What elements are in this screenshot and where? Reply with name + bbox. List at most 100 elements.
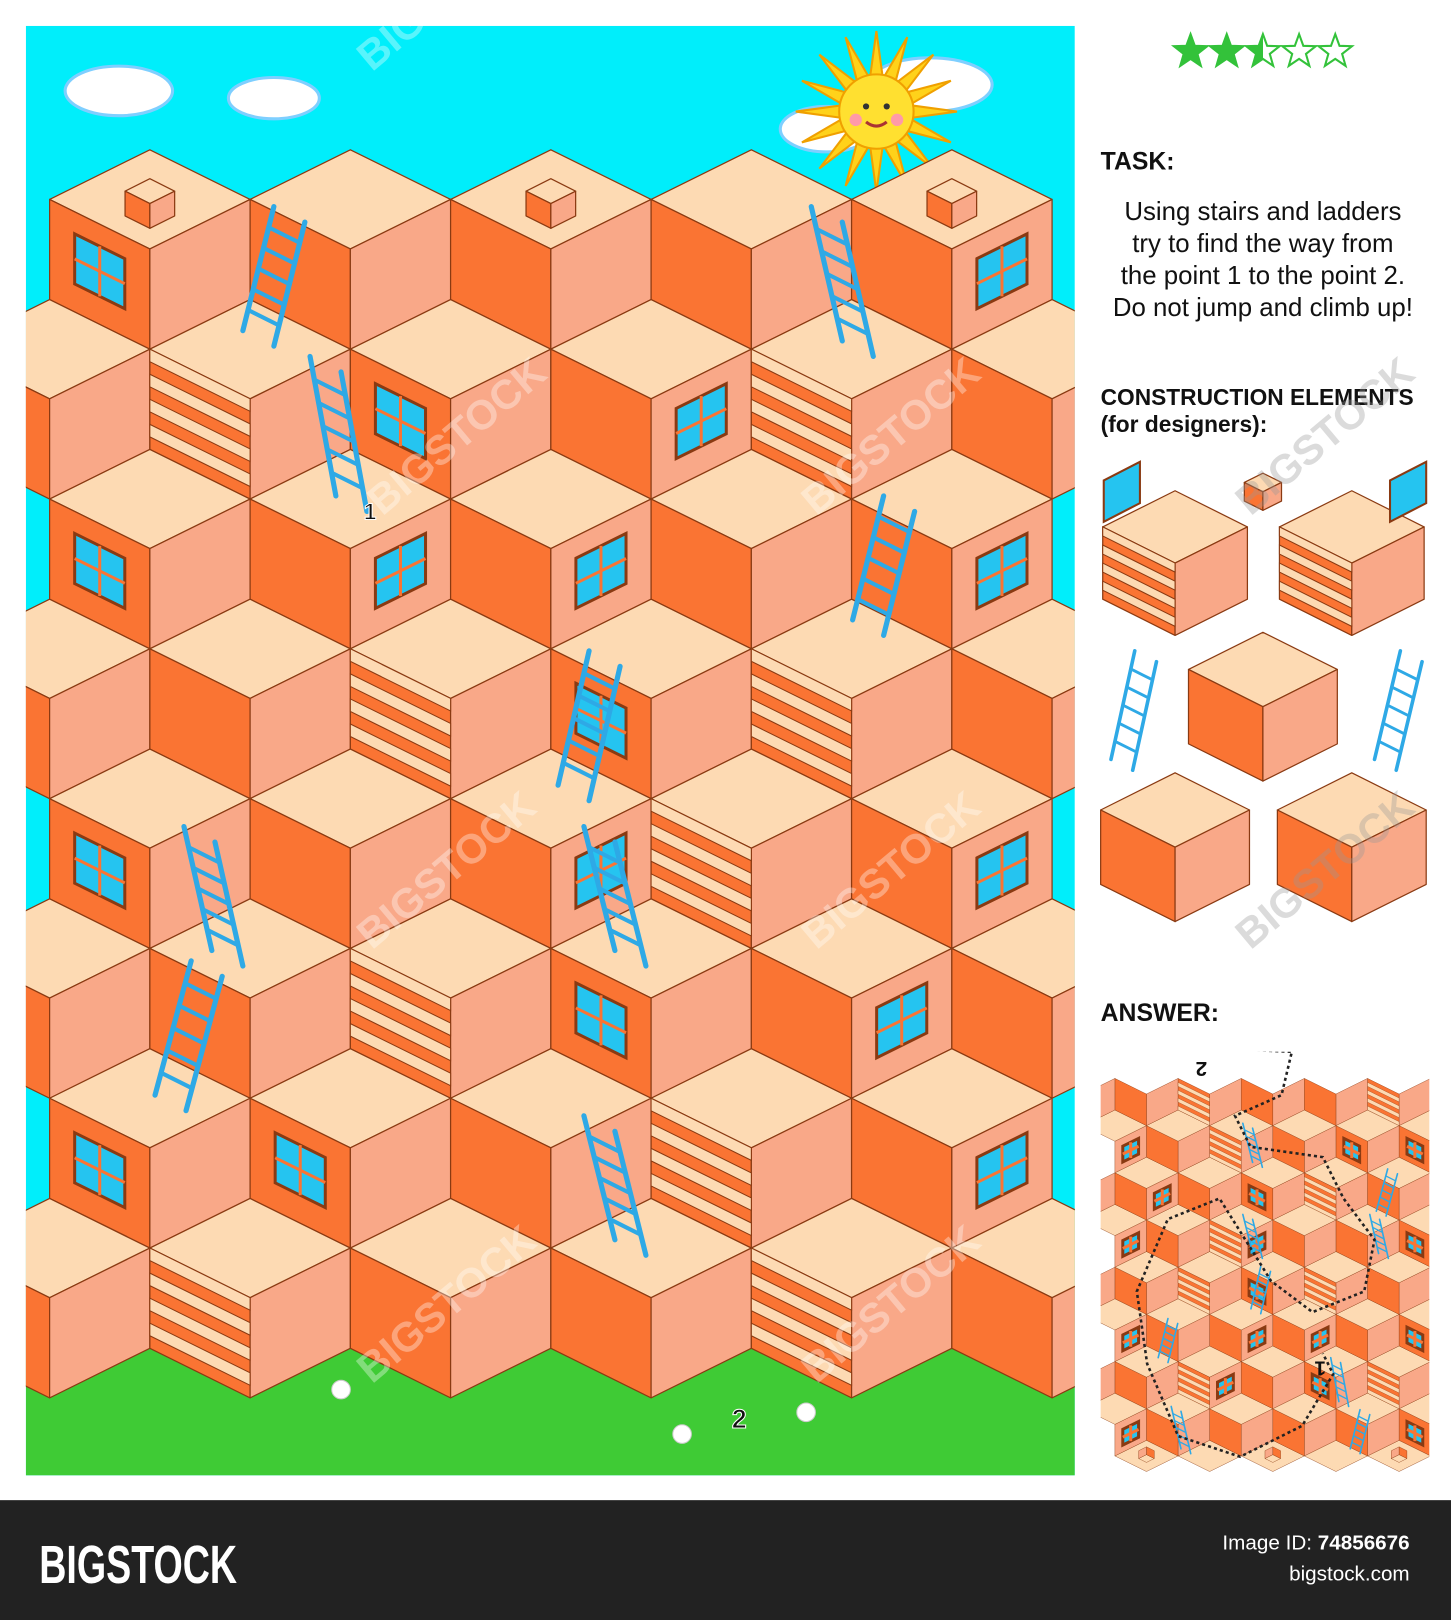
window-icon xyxy=(75,1133,125,1208)
window-icon xyxy=(375,384,425,459)
start-point-label: 1 xyxy=(364,499,377,525)
difficulty-rating xyxy=(1170,31,1355,69)
block xyxy=(50,449,250,648)
ladder-icon xyxy=(181,823,246,969)
window-icon xyxy=(977,533,1027,608)
window-icon xyxy=(1388,460,1428,524)
window-icon xyxy=(75,234,125,309)
block xyxy=(349,598,552,800)
flower-icon xyxy=(331,1379,816,1444)
stairs xyxy=(149,348,251,488)
block xyxy=(852,749,1052,948)
block xyxy=(50,150,250,349)
block xyxy=(250,449,450,648)
block xyxy=(926,178,978,229)
block xyxy=(50,749,250,948)
window-icon xyxy=(375,533,425,608)
answer-thumbnail: 2 1 xyxy=(1100,1051,1430,1476)
block xyxy=(1243,472,1283,512)
answer-heading: ANSWER: xyxy=(1101,1000,1219,1027)
block xyxy=(550,1197,752,1399)
window-icon xyxy=(75,833,125,908)
window-icon xyxy=(576,983,626,1058)
footer-bar xyxy=(0,1500,1451,1620)
end-point-label: 2 xyxy=(732,1404,747,1434)
block xyxy=(650,149,853,350)
block xyxy=(50,1049,250,1248)
maze-scene: 1 2 xyxy=(25,26,1075,1476)
block xyxy=(551,899,751,1098)
stairs xyxy=(1278,526,1353,628)
block xyxy=(249,149,452,350)
stairs xyxy=(650,797,752,937)
stairs xyxy=(1102,526,1176,628)
block xyxy=(750,298,953,500)
ladder-icon xyxy=(307,353,370,514)
block xyxy=(1278,490,1425,637)
ladder-icon xyxy=(581,823,649,969)
block xyxy=(451,449,651,648)
stairs xyxy=(650,1097,752,1237)
answer-start-label: 1 xyxy=(1314,1357,1326,1380)
ladder-icon xyxy=(850,493,918,638)
stairs xyxy=(349,947,452,1087)
block xyxy=(1102,490,1249,637)
block xyxy=(750,1197,953,1399)
window-icon xyxy=(977,1133,1027,1208)
task-line: the point 1 to the point 2. xyxy=(1121,262,1405,290)
block xyxy=(1100,772,1251,923)
sun-icon xyxy=(795,30,958,193)
ladder-icon xyxy=(1109,649,1159,773)
block xyxy=(349,1197,552,1399)
star-icon xyxy=(1170,31,1211,69)
task-description: Using stairs and ladders try to find the… xyxy=(1113,198,1413,322)
window-icon xyxy=(877,983,927,1058)
block xyxy=(852,1049,1052,1248)
construction-subheading: (for designers): xyxy=(1101,411,1268,437)
stairs xyxy=(349,647,452,787)
star-icon xyxy=(1207,31,1247,69)
stairs xyxy=(149,1247,251,1387)
block xyxy=(852,449,1052,648)
block xyxy=(1276,772,1427,923)
block xyxy=(750,598,953,800)
window-icon xyxy=(1102,460,1141,524)
ladder-icon xyxy=(808,204,876,360)
stairs xyxy=(750,1247,853,1387)
stairs xyxy=(750,348,853,488)
ladder-icon xyxy=(1372,649,1424,773)
block-structure xyxy=(25,149,1075,1399)
star-icon xyxy=(1243,31,1283,69)
task-line: Do not jump and climb up! xyxy=(1113,294,1413,322)
ladder-icon xyxy=(240,204,308,349)
answer-end-label: 2 xyxy=(1196,1057,1208,1080)
block xyxy=(951,1197,1075,1399)
block xyxy=(551,300,751,499)
footer-brand-logo: BIGSTOCK xyxy=(39,1534,237,1594)
footer-site: bigstock.com xyxy=(1289,1563,1410,1586)
window-icon xyxy=(275,1133,325,1208)
window-icon xyxy=(977,833,1027,908)
stairs xyxy=(750,647,853,787)
construction-heading: CONSTRUCTION ELEMENTS xyxy=(1101,384,1414,410)
image-id: Image ID: 74856676 xyxy=(1222,1532,1409,1555)
window-icon xyxy=(676,384,726,459)
ladder-icon xyxy=(581,1113,649,1258)
task-line: try to find the way from xyxy=(1132,230,1393,258)
block xyxy=(250,1049,450,1248)
block xyxy=(25,1197,151,1399)
window-icon xyxy=(576,533,626,608)
window-icon xyxy=(75,533,125,608)
ladders xyxy=(152,204,918,1258)
answer-path xyxy=(1135,1051,1376,1459)
block xyxy=(124,178,176,229)
construction-elements xyxy=(1100,460,1428,923)
star-icon xyxy=(1315,31,1355,69)
block xyxy=(1187,631,1338,782)
block xyxy=(525,178,577,229)
ladder-icon xyxy=(152,958,225,1114)
block xyxy=(149,1197,351,1399)
block xyxy=(350,300,550,499)
star-icon xyxy=(1279,31,1319,69)
